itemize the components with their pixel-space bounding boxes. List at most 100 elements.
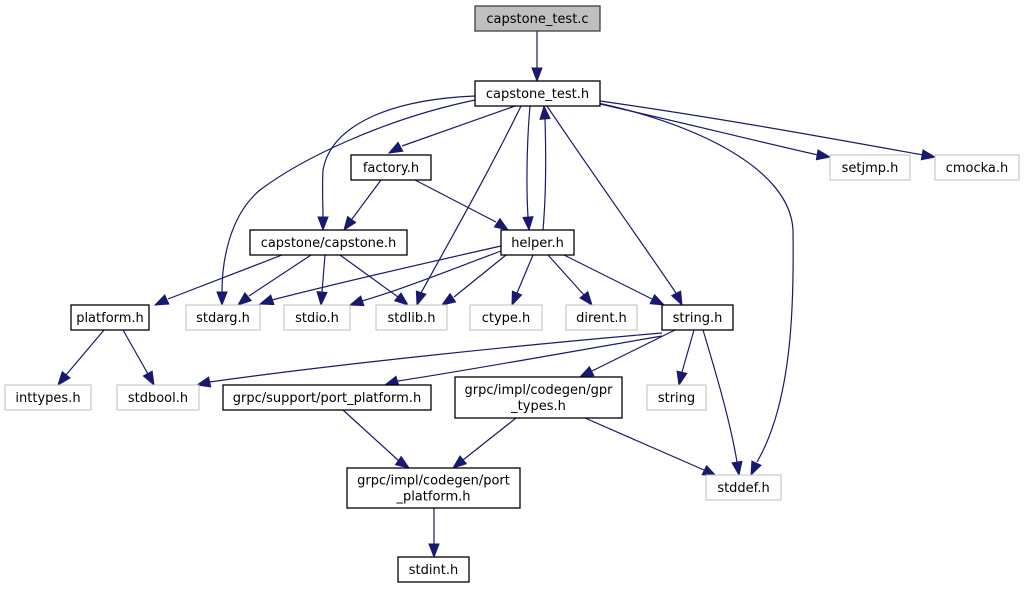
node-grpc-impl-codegen-port-platform-h[interactable]: grpc/impl/codegen/port_platform.h bbox=[346, 467, 521, 509]
node-grpc-support-port-platform-h[interactable]: grpc/support/port_platform.h bbox=[222, 384, 432, 411]
node-box bbox=[565, 304, 638, 331]
node-capstone-capstone-h[interactable]: capstone/capstone.h bbox=[249, 229, 408, 256]
edge-capstone-test-h-to-stdarg-h bbox=[216, 99, 476, 307]
node-box bbox=[346, 467, 521, 509]
node-label: _platform.h bbox=[395, 490, 470, 505]
node-label: ctype.h bbox=[482, 311, 531, 326]
arrowhead-icon bbox=[317, 216, 329, 232]
arrowhead-icon bbox=[236, 292, 253, 306]
node-label: dirent.h bbox=[576, 311, 627, 326]
node-dirent-h: dirent.h bbox=[565, 304, 638, 331]
node-label: stdlib.h bbox=[388, 311, 436, 326]
node-setjmp-h: setjmp.h bbox=[829, 154, 911, 181]
edge-helper-h-to-capstone-test-h bbox=[539, 104, 551, 231]
nodes-layer: capstone_test.c capstone_test.h factory.h s… bbox=[4, 5, 1020, 583]
node-capstone-test-c[interactable]: capstone_test.c bbox=[474, 5, 601, 32]
edge-line bbox=[526, 105, 531, 218]
node-platform-h[interactable]: platform.h bbox=[70, 304, 150, 331]
node-stddef-h: stddef.h bbox=[705, 474, 782, 501]
arrowhead-icon bbox=[142, 370, 155, 387]
arrowhead-icon bbox=[387, 141, 404, 154]
node-inttypes-h: inttypes.h bbox=[4, 384, 92, 411]
edge-line bbox=[546, 105, 677, 294]
node-label: stdarg.h bbox=[196, 311, 250, 326]
arrowhead-icon bbox=[920, 149, 937, 161]
node-string-h[interactable]: string.h bbox=[661, 304, 734, 331]
edge-capstone-test-h-to-helper-h bbox=[522, 105, 534, 232]
node-box bbox=[249, 229, 408, 256]
node-stdarg-h: stdarg.h bbox=[185, 304, 261, 331]
edge-helper-h-to-stdarg-h bbox=[258, 245, 502, 306]
arrowhead-icon bbox=[493, 217, 510, 231]
edge-line bbox=[547, 254, 585, 296]
arrowhead-icon bbox=[440, 292, 457, 306]
edge-capstone-capstone-h-to-platform-h bbox=[153, 254, 283, 306]
node-factory-h[interactable]: factory.h bbox=[350, 154, 432, 181]
node-box bbox=[116, 384, 200, 411]
node-label: inttypes.h bbox=[15, 391, 80, 406]
node-box bbox=[4, 384, 92, 411]
node-label: capstone/capstone.h bbox=[261, 236, 397, 251]
node-box bbox=[474, 5, 601, 32]
edge-line bbox=[321, 95, 476, 218]
edge-line bbox=[271, 245, 502, 301]
node-capstone-test-h[interactable]: capstone_test.h bbox=[474, 80, 601, 107]
node-box bbox=[222, 384, 432, 411]
arrowhead-icon bbox=[343, 215, 357, 232]
node-cmocka-h: cmocka.h bbox=[934, 154, 1020, 181]
edge-grpc-impl-codegen-gpr-types-h-to-grpc-impl-codegen-port-platform-h bbox=[451, 417, 517, 469]
node-label: factory.h bbox=[363, 161, 419, 176]
arrowhead-icon bbox=[415, 290, 427, 307]
edges-layer bbox=[57, 31, 937, 559]
edge-string-h-to-grpc-impl-codegen-gpr-types-h bbox=[578, 329, 676, 378]
node-stdio-h: stdio.h bbox=[283, 304, 351, 331]
arrowhead-icon bbox=[428, 543, 440, 559]
node-box bbox=[469, 304, 543, 331]
node-helper-h[interactable]: helper.h bbox=[500, 229, 575, 256]
edge-line bbox=[342, 409, 400, 462]
node-label: stddef.h bbox=[717, 481, 769, 496]
node-ctype-h: ctype.h bbox=[469, 304, 543, 331]
node-label: grpc/impl/codegen/port bbox=[357, 474, 510, 489]
edge-line bbox=[414, 179, 497, 223]
arrowhead-icon bbox=[316, 291, 328, 307]
node-stdlib-h: stdlib.h bbox=[375, 304, 448, 331]
node-grpc-impl-codegen-gpr-types-h[interactable]: grpc/impl/codegen/gpr_types.h bbox=[454, 376, 623, 419]
edge-string-h-to-string bbox=[676, 329, 695, 387]
edge-helper-h-to-ctype-h bbox=[511, 254, 534, 307]
node-label: stdio.h bbox=[295, 311, 339, 326]
node-box bbox=[934, 154, 1020, 181]
edge-line bbox=[209, 332, 663, 383]
edge-line bbox=[65, 329, 105, 376]
edge-line bbox=[122, 329, 149, 375]
edge-capstone-capstone-h-to-stdio-h bbox=[316, 254, 328, 307]
edge-string-h-to-stdbool-h bbox=[195, 332, 663, 388]
edge-line bbox=[420, 105, 522, 294]
edge-capstone-test-h-to-factory-h bbox=[387, 105, 516, 154]
node-label: capstone_test.h bbox=[486, 87, 589, 102]
edge-platform-h-to-inttypes-h bbox=[57, 329, 105, 387]
arrowhead-icon bbox=[539, 104, 551, 120]
edge-line bbox=[361, 250, 502, 302]
node-stdint-h[interactable]: stdint.h bbox=[397, 556, 470, 583]
edge-line bbox=[167, 254, 283, 300]
node-box bbox=[350, 154, 432, 181]
edge-line bbox=[681, 329, 695, 373]
arrowhead-icon bbox=[195, 376, 212, 388]
node-box bbox=[283, 304, 351, 331]
edge-line bbox=[563, 254, 653, 300]
node-box bbox=[661, 304, 734, 331]
arrowhead-icon bbox=[750, 460, 762, 477]
edge-helper-h-to-string-h bbox=[563, 254, 666, 306]
arrowhead-icon bbox=[216, 291, 228, 307]
arrowhead-icon bbox=[451, 455, 468, 469]
edge-platform-h-to-stdbool-h bbox=[122, 329, 155, 387]
node-box bbox=[474, 80, 601, 107]
node-label: string bbox=[658, 391, 695, 406]
edge-line bbox=[401, 105, 516, 147]
arrowhead-icon bbox=[394, 455, 411, 469]
arrowhead-icon bbox=[531, 67, 543, 83]
edge-line bbox=[221, 99, 476, 293]
edge-string-h-to-stddef-h bbox=[702, 329, 743, 477]
